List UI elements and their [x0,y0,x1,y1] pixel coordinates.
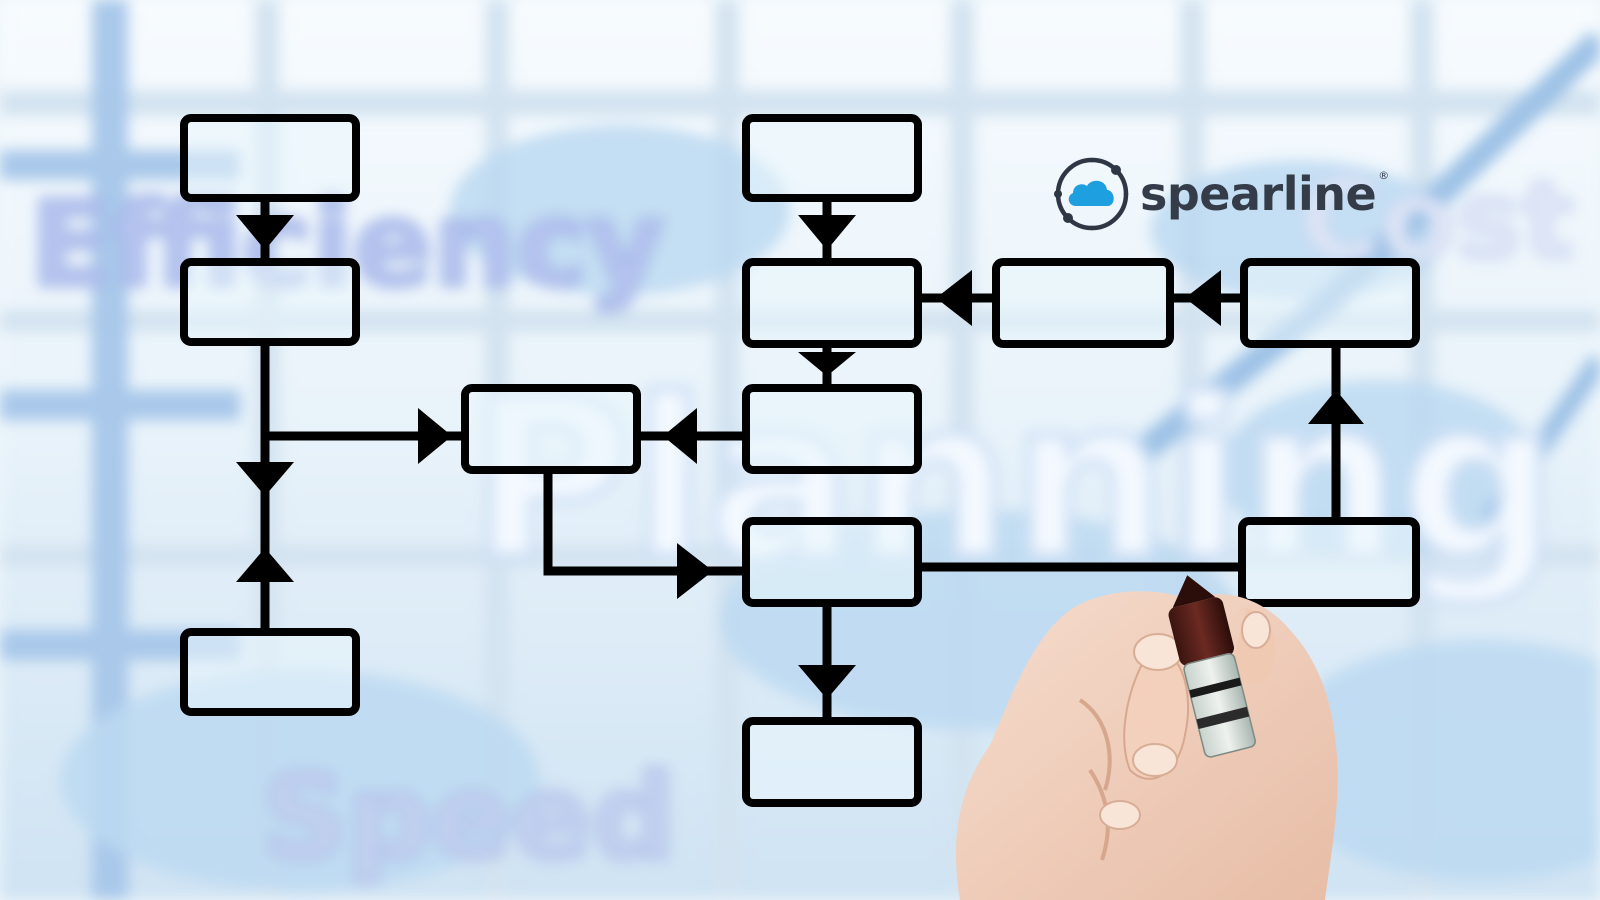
node-n7 [742,114,922,202]
connector-n5-n11 [543,470,743,576]
arrowhead-right-n5-icon [418,408,452,464]
node-n6 [742,384,922,474]
node-n9 [992,258,1174,348]
marker-pen-icon [1168,575,1256,758]
node-n1 [180,114,360,202]
ring-fingernail [1099,800,1141,830]
arrowhead-right-n11-icon [677,543,713,599]
background-word-cost: Cost [1298,156,1575,284]
node-n2 [180,258,360,346]
background-word-speed: Speed [260,748,678,886]
node-n8 [742,258,922,348]
middle-fingernail [1132,743,1178,777]
node-n3 [180,628,360,716]
cloud-orbit-logo-icon [1054,157,1129,231]
checkmark-stroke [1481,354,1600,526]
arrowhead-up-n10-icon [1308,390,1364,424]
arrowhead-down-n4-icon [236,462,294,496]
node-n5 [461,384,641,474]
node-n11 [742,517,922,607]
spearline-logo: spearline ® [1052,153,1389,235]
arrowhead-down-n6-icon [798,352,856,376]
arrowhead-left-n8-icon [936,270,972,326]
arrowhead-down-n12-icon [798,665,856,699]
finger-crease [1078,698,1112,791]
arrowhead-down-n8-icon [798,215,856,250]
index-fingernail [1241,611,1271,649]
arrowhead-up-n4-icon [236,548,294,582]
arrowhead-left-n5-icon [663,408,697,464]
registered-mark: ® [1378,169,1390,182]
arrow-heads [236,215,1364,699]
node-n13 [1238,517,1420,607]
arrowhead-down-n2-icon [236,215,294,250]
arrowhead-left-n9-icon [1185,270,1221,326]
node-n10 [1240,258,1420,348]
node-n12 [742,717,922,807]
hand-with-marker [955,575,1338,900]
brand-name: spearline [1140,167,1377,221]
flowchart-nodes [180,114,1420,807]
